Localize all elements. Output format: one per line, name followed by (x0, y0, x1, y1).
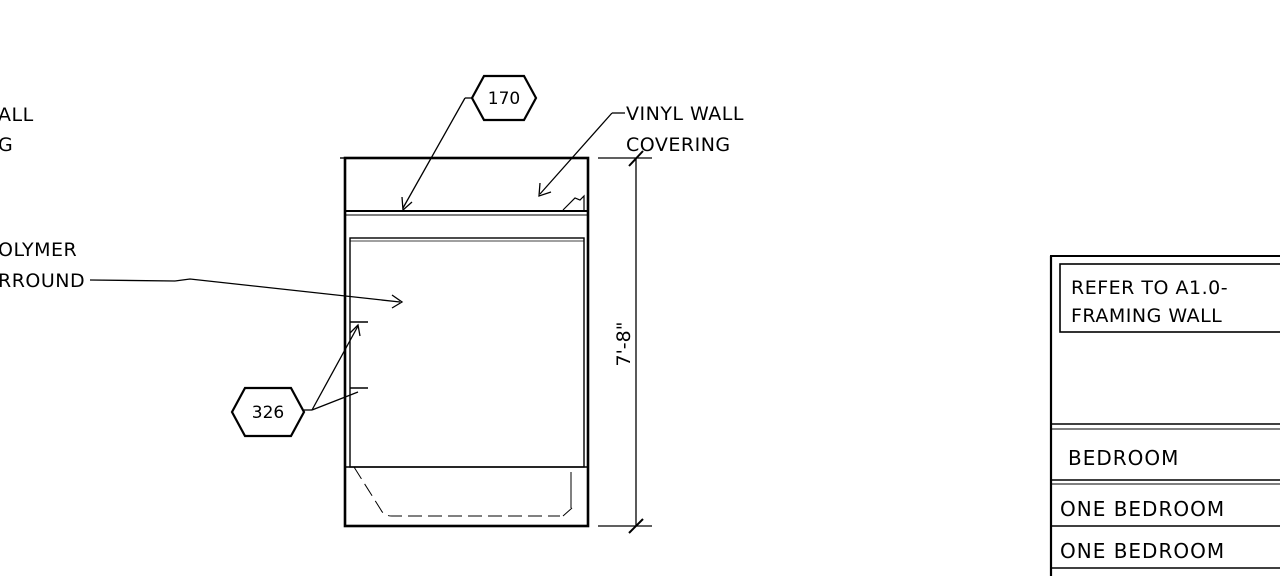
surround-panel (349, 237, 585, 468)
note-box (1059, 263, 1280, 333)
table-note-line-2: FRAMING WALL (1071, 305, 1222, 327)
table-row-3: ONE BEDROOM (1060, 539, 1225, 563)
vinyl-wall-label: VINYL WALL COVERING (626, 103, 744, 156)
tag-326: 326 (230, 386, 306, 438)
wall-covering-line-1: ALL (0, 104, 34, 126)
polymer-surround-line-1: OLYMER (0, 239, 77, 261)
tag-170: 170 (470, 74, 538, 122)
table-row-2: ONE BEDROOM (1060, 497, 1225, 521)
tag-326-text: 326 (252, 403, 284, 423)
tag-170-leader (401, 97, 472, 212)
wall-covering-label: ALL G (0, 104, 34, 156)
vinyl-wall-leader (538, 112, 625, 197)
vinyl-wall-line-2: COVERING (626, 134, 731, 156)
tag-170-text: 170 (488, 89, 520, 109)
polymer-surround-leader (89, 278, 404, 309)
schedule-table (1049, 255, 1280, 576)
wall-covering-line-2: G (0, 134, 13, 156)
table-note-line-1: REFER TO A1.0- (1071, 277, 1228, 299)
tub-basin (353, 466, 560, 517)
table-row-1: BEDROOM (1068, 446, 1179, 470)
height-dimension (598, 150, 652, 534)
tub-outer-frame (343, 156, 590, 528)
tub-elevation (340, 156, 590, 528)
tag-326-leaders (304, 323, 361, 411)
height-dimension-text: 7'-8" (613, 322, 635, 367)
polymer-surround-label: OLYMER RROUND (0, 239, 85, 292)
shower-head (562, 194, 585, 212)
vinyl-wall-line-1: VINYL WALL (626, 103, 744, 125)
polymer-surround-line-2: RROUND (0, 270, 85, 292)
